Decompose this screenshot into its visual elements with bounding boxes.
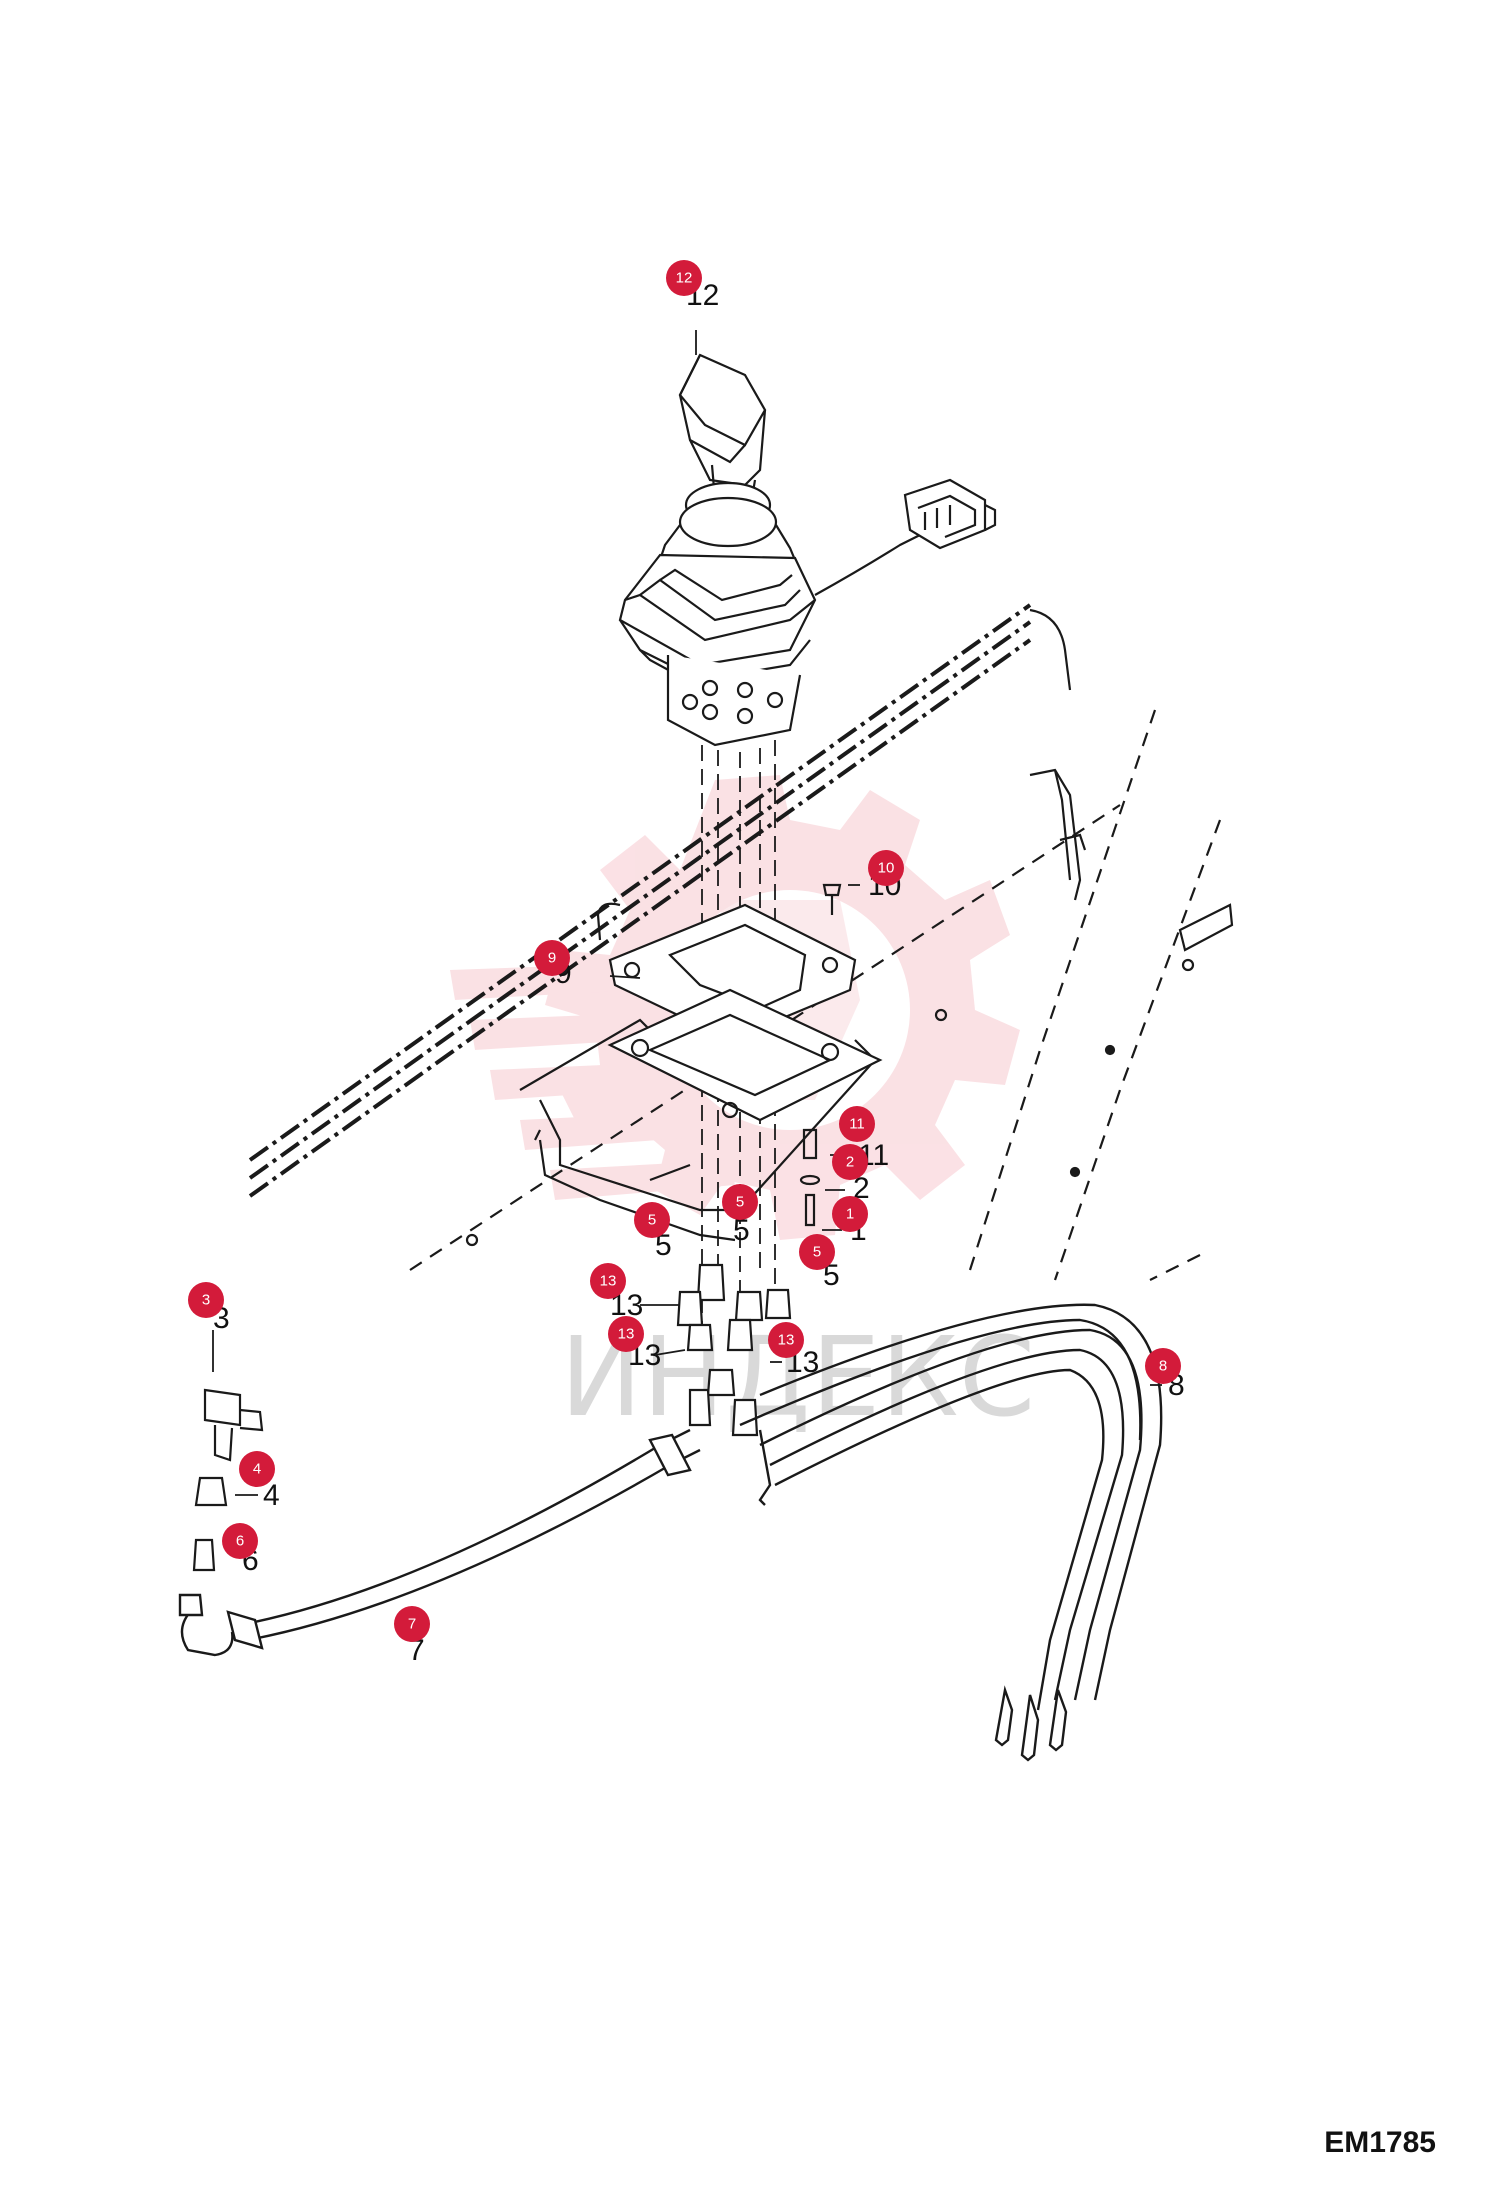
svg-text:5: 5	[813, 1244, 821, 1261]
small-hardware	[799, 883, 842, 1227]
callout-11[interactable]: 11	[839, 1106, 875, 1142]
mounting-plate	[608, 903, 857, 1042]
svg-text:2: 2	[846, 1154, 854, 1171]
svg-text:8: 8	[1159, 1358, 1167, 1375]
tee-and-adapters	[192, 1388, 264, 1572]
svg-text:13: 13	[618, 1326, 635, 1343]
callout-5-a[interactable]: 5	[722, 1184, 758, 1220]
drawing-code: EM1785	[1324, 2126, 1436, 2159]
callout-5-b[interactable]: 5	[634, 1202, 670, 1238]
svg-text:7: 7	[408, 1616, 416, 1633]
svg-text:6: 6	[236, 1533, 244, 1550]
floor-panel-outline	[409, 709, 1222, 1281]
callout-markers: 12 10 9 11 2 1 5 5 5 13 13 13 3 4 6 7 8 …	[188, 260, 1181, 1642]
svg-text:13: 13	[778, 1332, 795, 1349]
svg-text:5: 5	[736, 1194, 744, 1211]
part-label-5-b: 5	[655, 1229, 672, 1262]
svg-text:12: 12	[676, 270, 693, 287]
callout-8[interactable]: 8	[1145, 1348, 1181, 1384]
hydraulic-fittings	[676, 1263, 792, 1437]
svg-text:11: 11	[849, 1116, 865, 1133]
callout-9[interactable]: 9	[534, 940, 570, 976]
part-label-5-c: 5	[823, 1259, 840, 1292]
callout-2[interactable]: 2	[832, 1144, 868, 1180]
svg-text:10: 10	[878, 860, 895, 877]
console-panel	[465, 902, 1116, 1247]
svg-text:9: 9	[548, 950, 556, 967]
callout-13-a[interactable]: 13	[590, 1263, 626, 1299]
hose-bundle	[739, 1303, 1163, 1762]
callout-10[interactable]: 10	[868, 850, 904, 886]
callout-7[interactable]: 7	[394, 1606, 430, 1642]
cab-edge-lines	[248, 603, 1072, 1198]
callout-4[interactable]: 4	[239, 1451, 275, 1487]
callout-5-c[interactable]: 5	[799, 1234, 835, 1270]
callout-13-b[interactable]: 13	[608, 1316, 644, 1352]
line-drawing	[178, 330, 1234, 1762]
part-label-4: 4	[263, 1479, 280, 1512]
svg-text:4: 4	[253, 1461, 261, 1478]
svg-text:1: 1	[846, 1206, 854, 1223]
callout-5-d[interactable]: 5	[813, 1244, 821, 1261]
svg-text:13: 13	[600, 1273, 617, 1290]
callout-12[interactable]: 12	[666, 260, 702, 296]
callout-13-c[interactable]: 13	[768, 1322, 804, 1358]
svg-text:3: 3	[202, 1292, 210, 1309]
callout-6[interactable]: 6	[222, 1523, 258, 1559]
joystick-assembly	[618, 353, 997, 747]
callout-3[interactable]: 3	[188, 1282, 224, 1318]
mounting-bracket	[1029, 768, 1234, 972]
part-label-7: 7	[408, 1634, 425, 1667]
part-label-5-a: 5	[733, 1214, 750, 1247]
svg-text:5: 5	[648, 1212, 656, 1229]
part-label-2: 2	[853, 1172, 870, 1205]
callout-1[interactable]: 1	[832, 1196, 868, 1232]
hose-7	[178, 1428, 701, 1657]
